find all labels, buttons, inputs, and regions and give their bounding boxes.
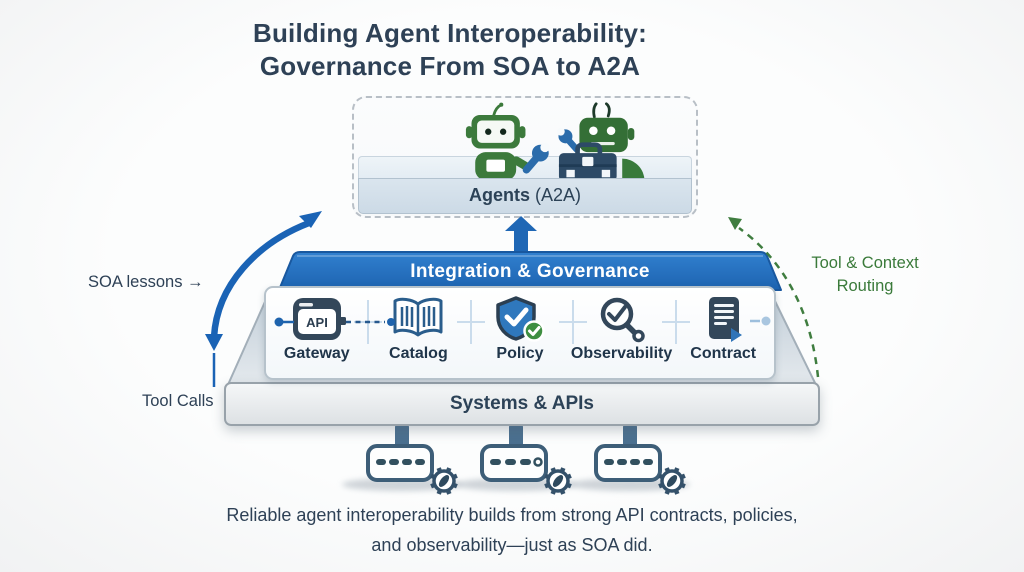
policy-label: Policy xyxy=(496,345,544,362)
systems-apis-label: Systems & APIs xyxy=(450,393,594,414)
server-icon xyxy=(366,444,458,495)
caption-line-2: and observability—just as SOA did. xyxy=(371,535,653,555)
contract-document-icon xyxy=(672,293,774,345)
catalog-book-icon xyxy=(368,293,470,345)
caption-line-1: Reliable agent interoperability builds f… xyxy=(226,505,798,525)
gateway-label: Gateway xyxy=(283,345,350,362)
agents-layer-box: Agents(A2A) xyxy=(352,96,698,218)
title-line-2: Governance From SOA to A2A xyxy=(259,51,641,81)
policy-shield-check-icon xyxy=(469,293,571,345)
up-arrow-icon xyxy=(505,216,537,251)
governance-item-policy: Policy xyxy=(469,293,571,378)
governance-item-catalog: Catalog xyxy=(368,293,470,378)
observability-label: Observability xyxy=(570,345,673,362)
governance-item-gateway: API Gateway xyxy=(266,293,368,378)
soa-lessons-label: SOA lessons → xyxy=(88,273,204,291)
agents-label: Agents xyxy=(468,185,530,205)
agents-label-note: (A2A) xyxy=(535,185,582,205)
catalog-label: Catalog xyxy=(389,345,448,362)
server-icon xyxy=(480,444,572,495)
tool-calls-label: Tool Calls xyxy=(142,392,214,410)
agents-platform-label: Agents(A2A) xyxy=(358,178,692,214)
governance-item-contract: Contract xyxy=(672,293,774,378)
robot-agents-icon xyxy=(465,102,645,182)
routing-line-2: Routing xyxy=(836,277,894,295)
page-title: Building Agent Interoperability: Governa… xyxy=(0,17,900,83)
soa-lessons-arrow xyxy=(205,211,322,387)
tool-context-routing-label: Tool & Context Routing xyxy=(800,252,930,298)
caption: Reliable agent interoperability builds f… xyxy=(0,500,1024,560)
api-badge-text: API xyxy=(306,315,328,330)
observability-magnifier-icon xyxy=(571,293,673,345)
server-icon xyxy=(594,444,686,495)
tool-context-routing-arrow xyxy=(728,217,820,378)
api-gateway-icon: API xyxy=(266,293,368,345)
routing-line-1: Tool & Context xyxy=(811,254,919,272)
governance-panel: API Gateway Catalog xyxy=(264,286,776,380)
contract-label: Contract xyxy=(690,345,757,362)
governance-band-title: Integration & Governance xyxy=(410,261,650,282)
governance-item-observability: Observability xyxy=(571,293,673,378)
systems-apis-band: Systems & APIs xyxy=(224,382,820,426)
title-line-1: Building Agent Interoperability: xyxy=(253,18,647,48)
governance-band xyxy=(278,251,782,291)
